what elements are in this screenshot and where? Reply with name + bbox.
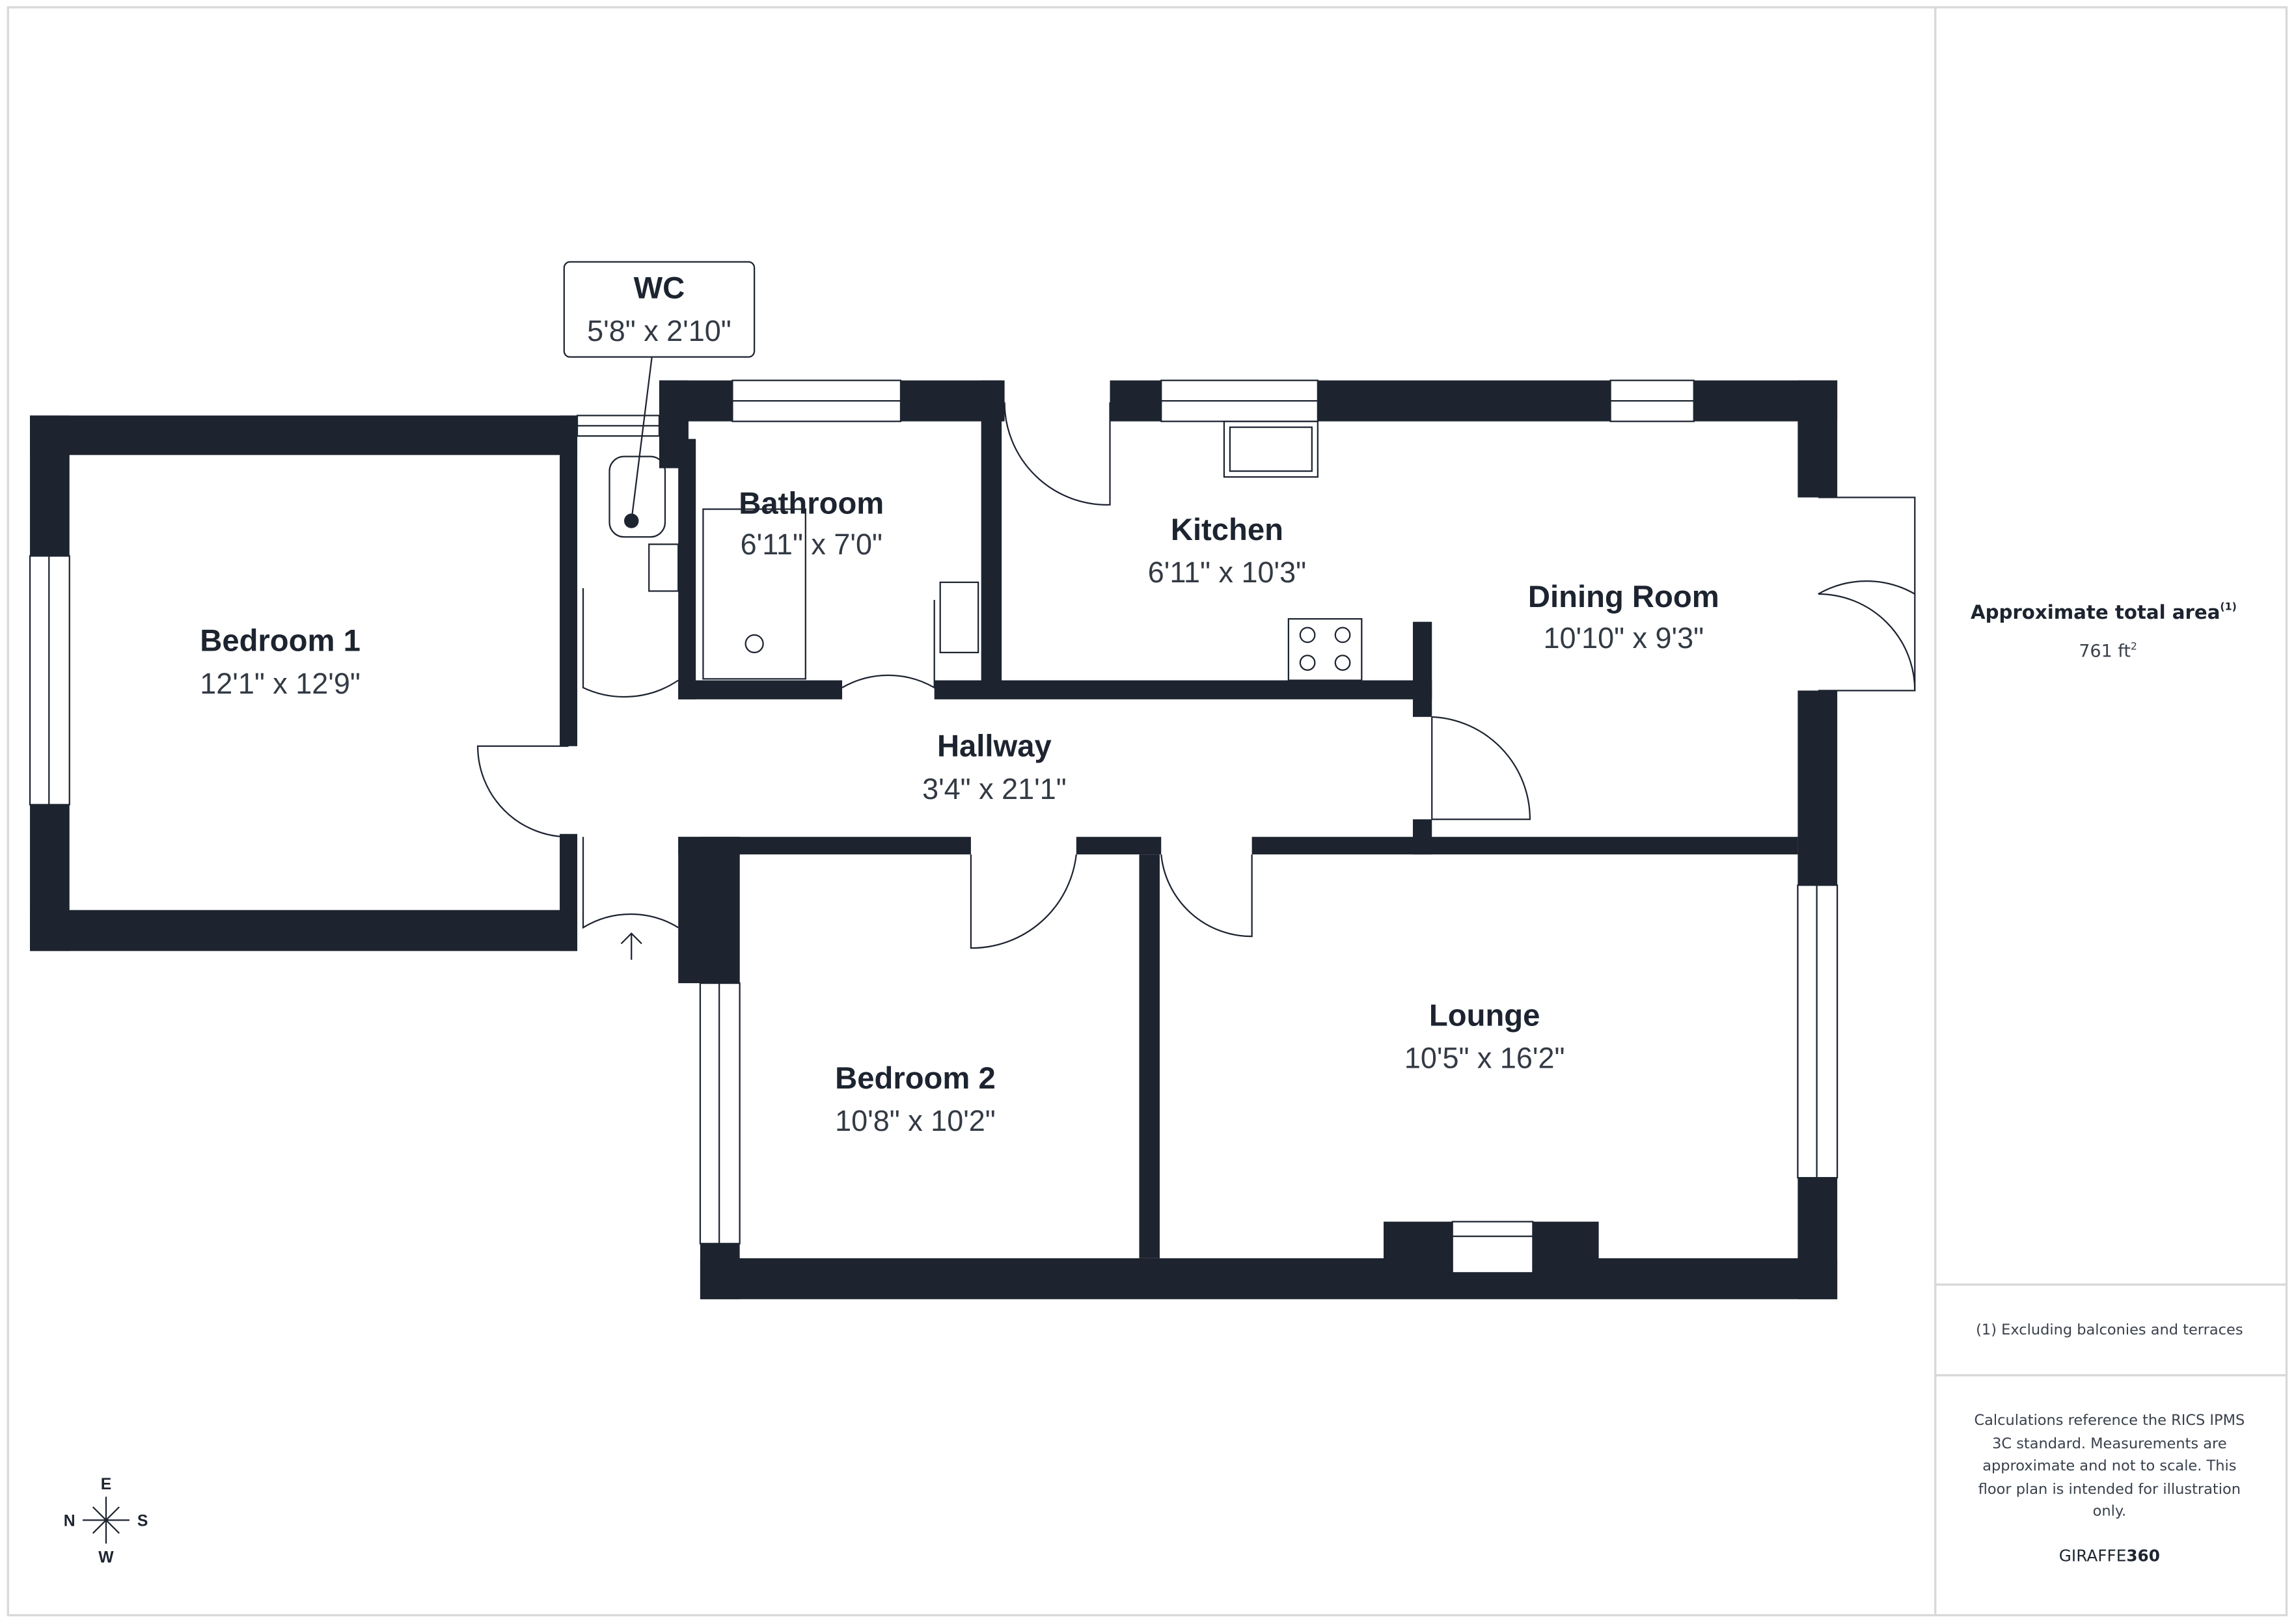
area-footnote-marker: (1)	[2220, 601, 2236, 613]
room-name-bedroom2: Bedroom 2	[835, 1061, 996, 1096]
disclaimer-line: Calculations reference the RICS IPMS	[1974, 1412, 2245, 1429]
room-labels: Bedroom 1 12'1" x 12'9" Bathroom 6'11" x…	[200, 486, 1719, 1137]
svg-text:761 ft2: 761 ft2	[2079, 640, 2137, 661]
kitchen-sink-icon	[1223, 420, 1319, 478]
compass: E N S W	[64, 1476, 148, 1566]
room-size-bedroom1: 12'1" x 12'9"	[200, 667, 361, 700]
wc-basin-icon	[648, 543, 679, 592]
area-unit-sup: 2	[2131, 640, 2137, 652]
area-value: 761 ft	[2079, 642, 2131, 662]
fixtures	[608, 420, 1363, 960]
entrance-arrow-icon	[620, 932, 642, 960]
room-name-lounge: Lounge	[1429, 998, 1540, 1033]
compass-e: E	[101, 1476, 112, 1493]
footnote: (1) Excluding balconies and terraces	[1976, 1321, 2243, 1338]
svg-text:Approximate total area(1): Approximate total area(1)	[1971, 601, 2237, 623]
shower-drain-icon	[745, 634, 764, 654]
room-name-kitchen: Kitchen	[1171, 513, 1283, 547]
hob-icon	[1287, 618, 1363, 681]
wc-label-box: WC 5'8" x 2'10"	[563, 261, 756, 521]
area-title: Approximate total area	[1971, 601, 2220, 623]
room-name-bathroom: Bathroom	[739, 486, 884, 521]
room-size-bedroom2: 10'8" x 10'2"	[835, 1104, 996, 1137]
disclaimer-line: only.	[2093, 1503, 2126, 1520]
room-size-kitchen: 6'11" x 10'3"	[1148, 556, 1306, 589]
room-size-dining: 10'10" x 9'3"	[1543, 621, 1704, 655]
room-name-hallway: Hallway	[937, 729, 1052, 764]
brand-logo: GIRAFFE360	[2059, 1546, 2160, 1565]
compass-n: N	[64, 1512, 75, 1530]
room-name-dining: Dining Room	[1528, 580, 1719, 614]
disclaimer-line: 3C standard. Measurements are	[1992, 1435, 2227, 1452]
bathroom-basin-icon	[939, 581, 979, 654]
room-size-wc: 5'8" x 2'10"	[587, 314, 731, 347]
room-size-lounge: 10'5" x 16'2"	[1404, 1042, 1565, 1075]
room-size-bathroom: 6'11" x 7'0"	[741, 528, 882, 561]
page-border	[7, 6, 2288, 1617]
walls	[30, 380, 1838, 1299]
doors	[476, 402, 1916, 949]
disclaimer-line: floor plan is intended for illustration	[1978, 1481, 2241, 1498]
room-name-bedroom1: Bedroom 1	[200, 624, 361, 658]
shower-tray	[702, 508, 806, 680]
info-panel: Approximate total area(1) 761 ft2 (1) Ex…	[1971, 601, 2245, 1565]
compass-w: W	[98, 1549, 114, 1567]
compass-s: S	[137, 1512, 148, 1530]
room-size-hallway: 3'4" x 21'1"	[922, 772, 1067, 805]
disclaimer-line: approximate and not to scale. This	[1982, 1457, 2236, 1474]
toilet-icon	[608, 455, 666, 538]
windows	[29, 379, 1838, 1274]
room-name-wc: WC	[634, 271, 685, 306]
